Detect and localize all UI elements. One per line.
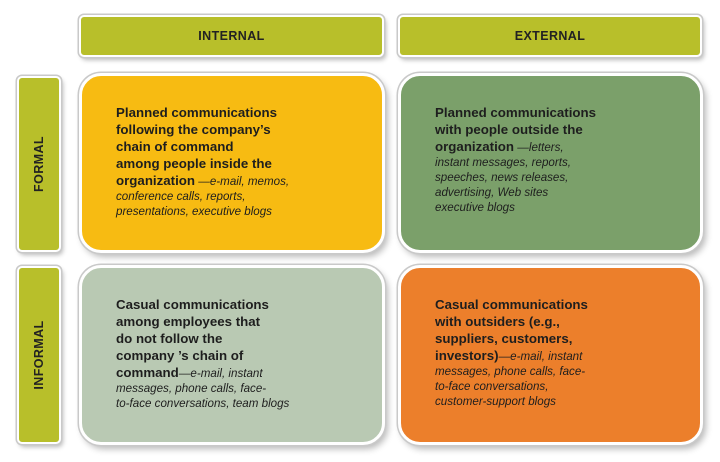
cell-formal-internal-line-1: Planned communications [116, 105, 278, 120]
cell-informal-internal: Casual communications among employees th… [79, 265, 385, 445]
cell-informal-external-line-2: with outsiders (e.g., [435, 314, 560, 329]
cell-informal-external-line-3: suppliers, customers, [435, 331, 573, 346]
cell-informal-internal-detail-1: messages, phone calls, face- [116, 382, 267, 395]
cell-informal-external-line-1: Casual communications [435, 297, 588, 312]
cell-formal-external: Planned communications with people outsi… [398, 73, 703, 253]
cell-informal-external-detail-2: to-face conversations, [435, 380, 549, 393]
cell-formal-external-detail-2: speeches, news releases, [435, 171, 569, 184]
column-header-internal: INTERNAL [79, 15, 384, 57]
cell-formal-external-detail-1: instant messages, reports, [435, 156, 571, 169]
cell-informal-internal-line-3: do not follow the [116, 331, 223, 346]
cell-formal-external-detail-first: —letters, [514, 141, 564, 154]
cell-informal-external-detail-first: —e-mail, instant [498, 350, 583, 363]
cell-formal-internal-bold-last: organization [116, 173, 196, 188]
cell-informal-internal-line-1: Casual communications [116, 297, 269, 312]
cell-informal-internal-detail-2: to-face conversations, team blogs [116, 397, 290, 410]
cell-informal-external-detail-3: customer-support blogs [435, 395, 556, 408]
cell-informal-internal-line-2: among employees that [116, 314, 261, 329]
column-header-external-label: EXTERNAL [514, 29, 586, 43]
row-header-informal-label: INFORMAL [32, 320, 46, 390]
cell-formal-internal-line-3: chain of command [116, 139, 234, 154]
row-header-formal-label: FORMAL [32, 136, 46, 192]
cell-informal-external: Casual communications with outsiders (e.… [398, 265, 703, 445]
cell-informal-internal-line-4: company ’s chain of [116, 348, 244, 363]
cell-formal-internal-detail-first: —e-mail, memos, [195, 175, 290, 188]
cell-formal-internal-line-2: following the company’s [116, 122, 271, 137]
cell-formal-external-text: Planned communications with people outsi… [435, 104, 635, 215]
cell-formal-external-bold-last: organization [435, 139, 515, 154]
cell-formal-external-detail-3: advertising, Web sites [435, 186, 549, 199]
cell-informal-internal-text: Casual communications among employees th… [116, 296, 336, 411]
cell-informal-external-text: Casual communications with outsiders (e.… [435, 296, 635, 409]
cell-formal-internal-line-4: among people inside the [116, 156, 272, 171]
cell-formal-external-line-2: with people outside the [435, 122, 583, 137]
column-header-internal-label: INTERNAL [198, 29, 265, 43]
column-header-external: EXTERNAL [398, 15, 702, 57]
cell-formal-internal-detail-1: conference calls, reports, [116, 190, 246, 203]
cell-informal-external-detail-1: messages, phone calls, face- [435, 365, 586, 378]
cell-formal-internal: Planned communications following the com… [79, 73, 385, 253]
cell-formal-external-detail-4: executive blogs [435, 201, 515, 214]
cell-formal-internal-detail-2: presentations, executive blogs [116, 205, 272, 218]
cell-formal-external-line-1: Planned communications [435, 105, 597, 120]
cell-informal-internal-detail-first: —e-mail, instant [178, 367, 263, 380]
cell-informal-external-bold-last: investors) [435, 348, 499, 363]
row-header-formal: FORMAL [17, 76, 61, 252]
cell-formal-internal-text: Planned communications following the com… [116, 104, 316, 219]
cell-informal-internal-bold-last: command [116, 365, 179, 380]
row-header-informal: INFORMAL [17, 266, 61, 444]
